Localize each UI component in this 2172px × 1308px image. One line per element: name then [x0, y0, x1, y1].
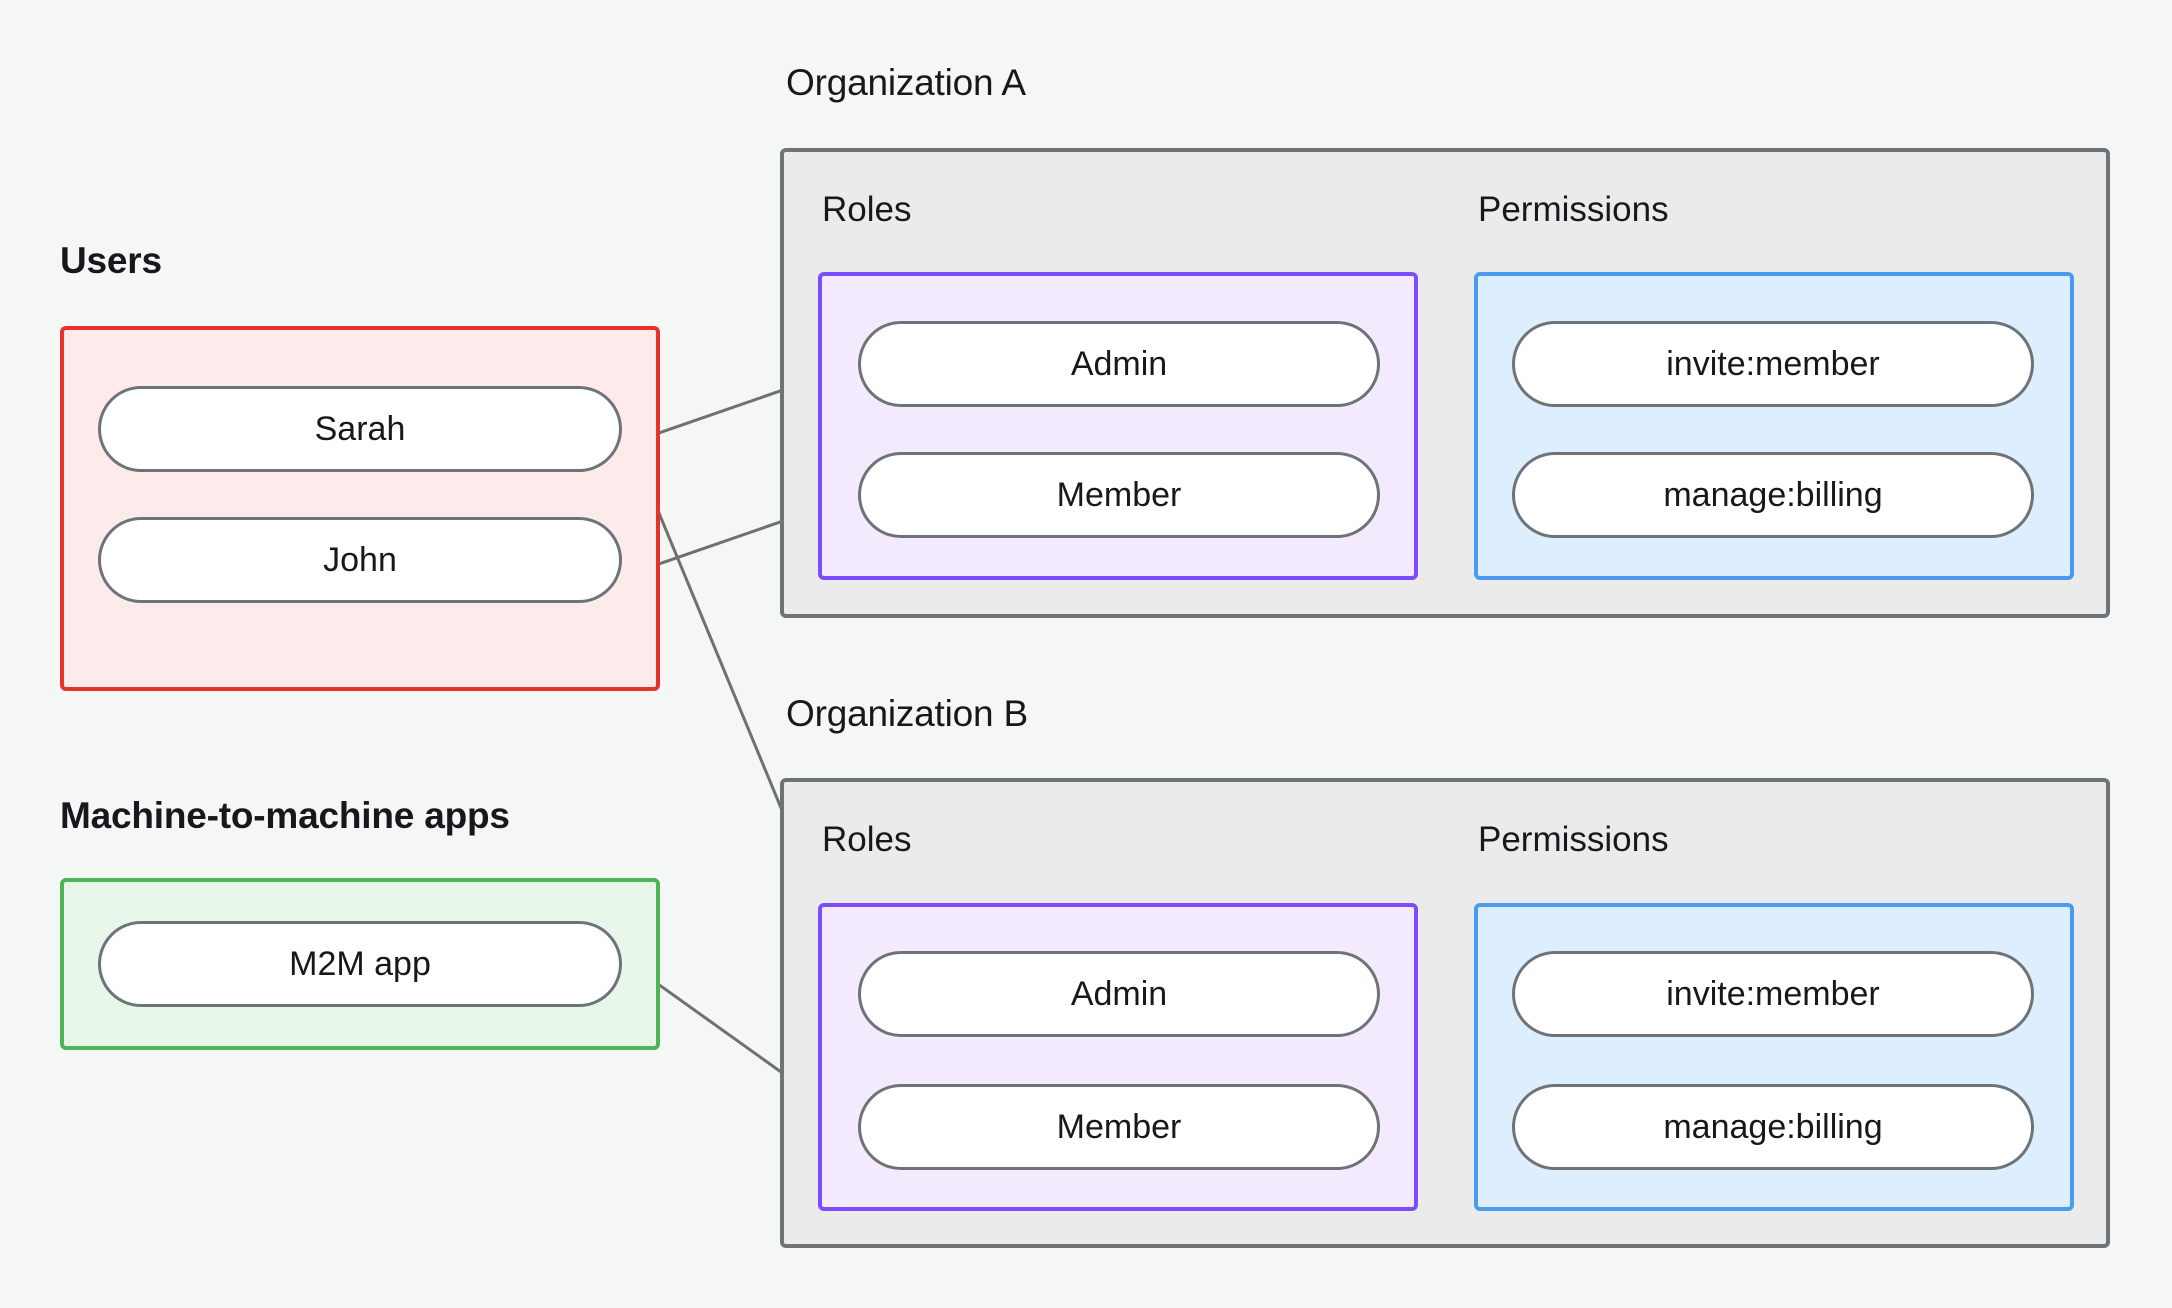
m2m-group-title: Machine-to-machine apps [60, 795, 510, 836]
org-a-permissions-title: Permissions [1478, 190, 1669, 229]
role-pill-org-b-member[interactable]: Member [858, 1084, 1380, 1170]
org-b-roles-title: Roles [822, 820, 912, 859]
role-pill-org-a-admin[interactable]: Admin [858, 321, 1380, 407]
org-b-title: Organization B [786, 693, 1028, 734]
user-pill-sarah[interactable]: Sarah [98, 386, 622, 472]
user-pill-john[interactable]: John [98, 517, 622, 603]
role-pill-org-a-member[interactable]: Member [858, 452, 1380, 538]
role-pill-org-b-admin[interactable]: Admin [858, 951, 1380, 1037]
permission-pill-org-a-invite-member[interactable]: invite:member [1512, 321, 2034, 407]
permission-pill-org-b-invite-member[interactable]: invite:member [1512, 951, 2034, 1037]
users-group-box [60, 326, 660, 691]
permission-pill-org-a-manage-billing[interactable]: manage:billing [1512, 452, 2034, 538]
users-group-title: Users [60, 240, 162, 281]
permission-pill-org-b-manage-billing[interactable]: manage:billing [1512, 1084, 2034, 1170]
org-a-title: Organization A [786, 62, 1026, 103]
org-b-permissions-title: Permissions [1478, 820, 1669, 859]
m2m-pill-app[interactable]: M2M app [98, 921, 622, 1007]
org-a-roles-title: Roles [822, 190, 912, 229]
